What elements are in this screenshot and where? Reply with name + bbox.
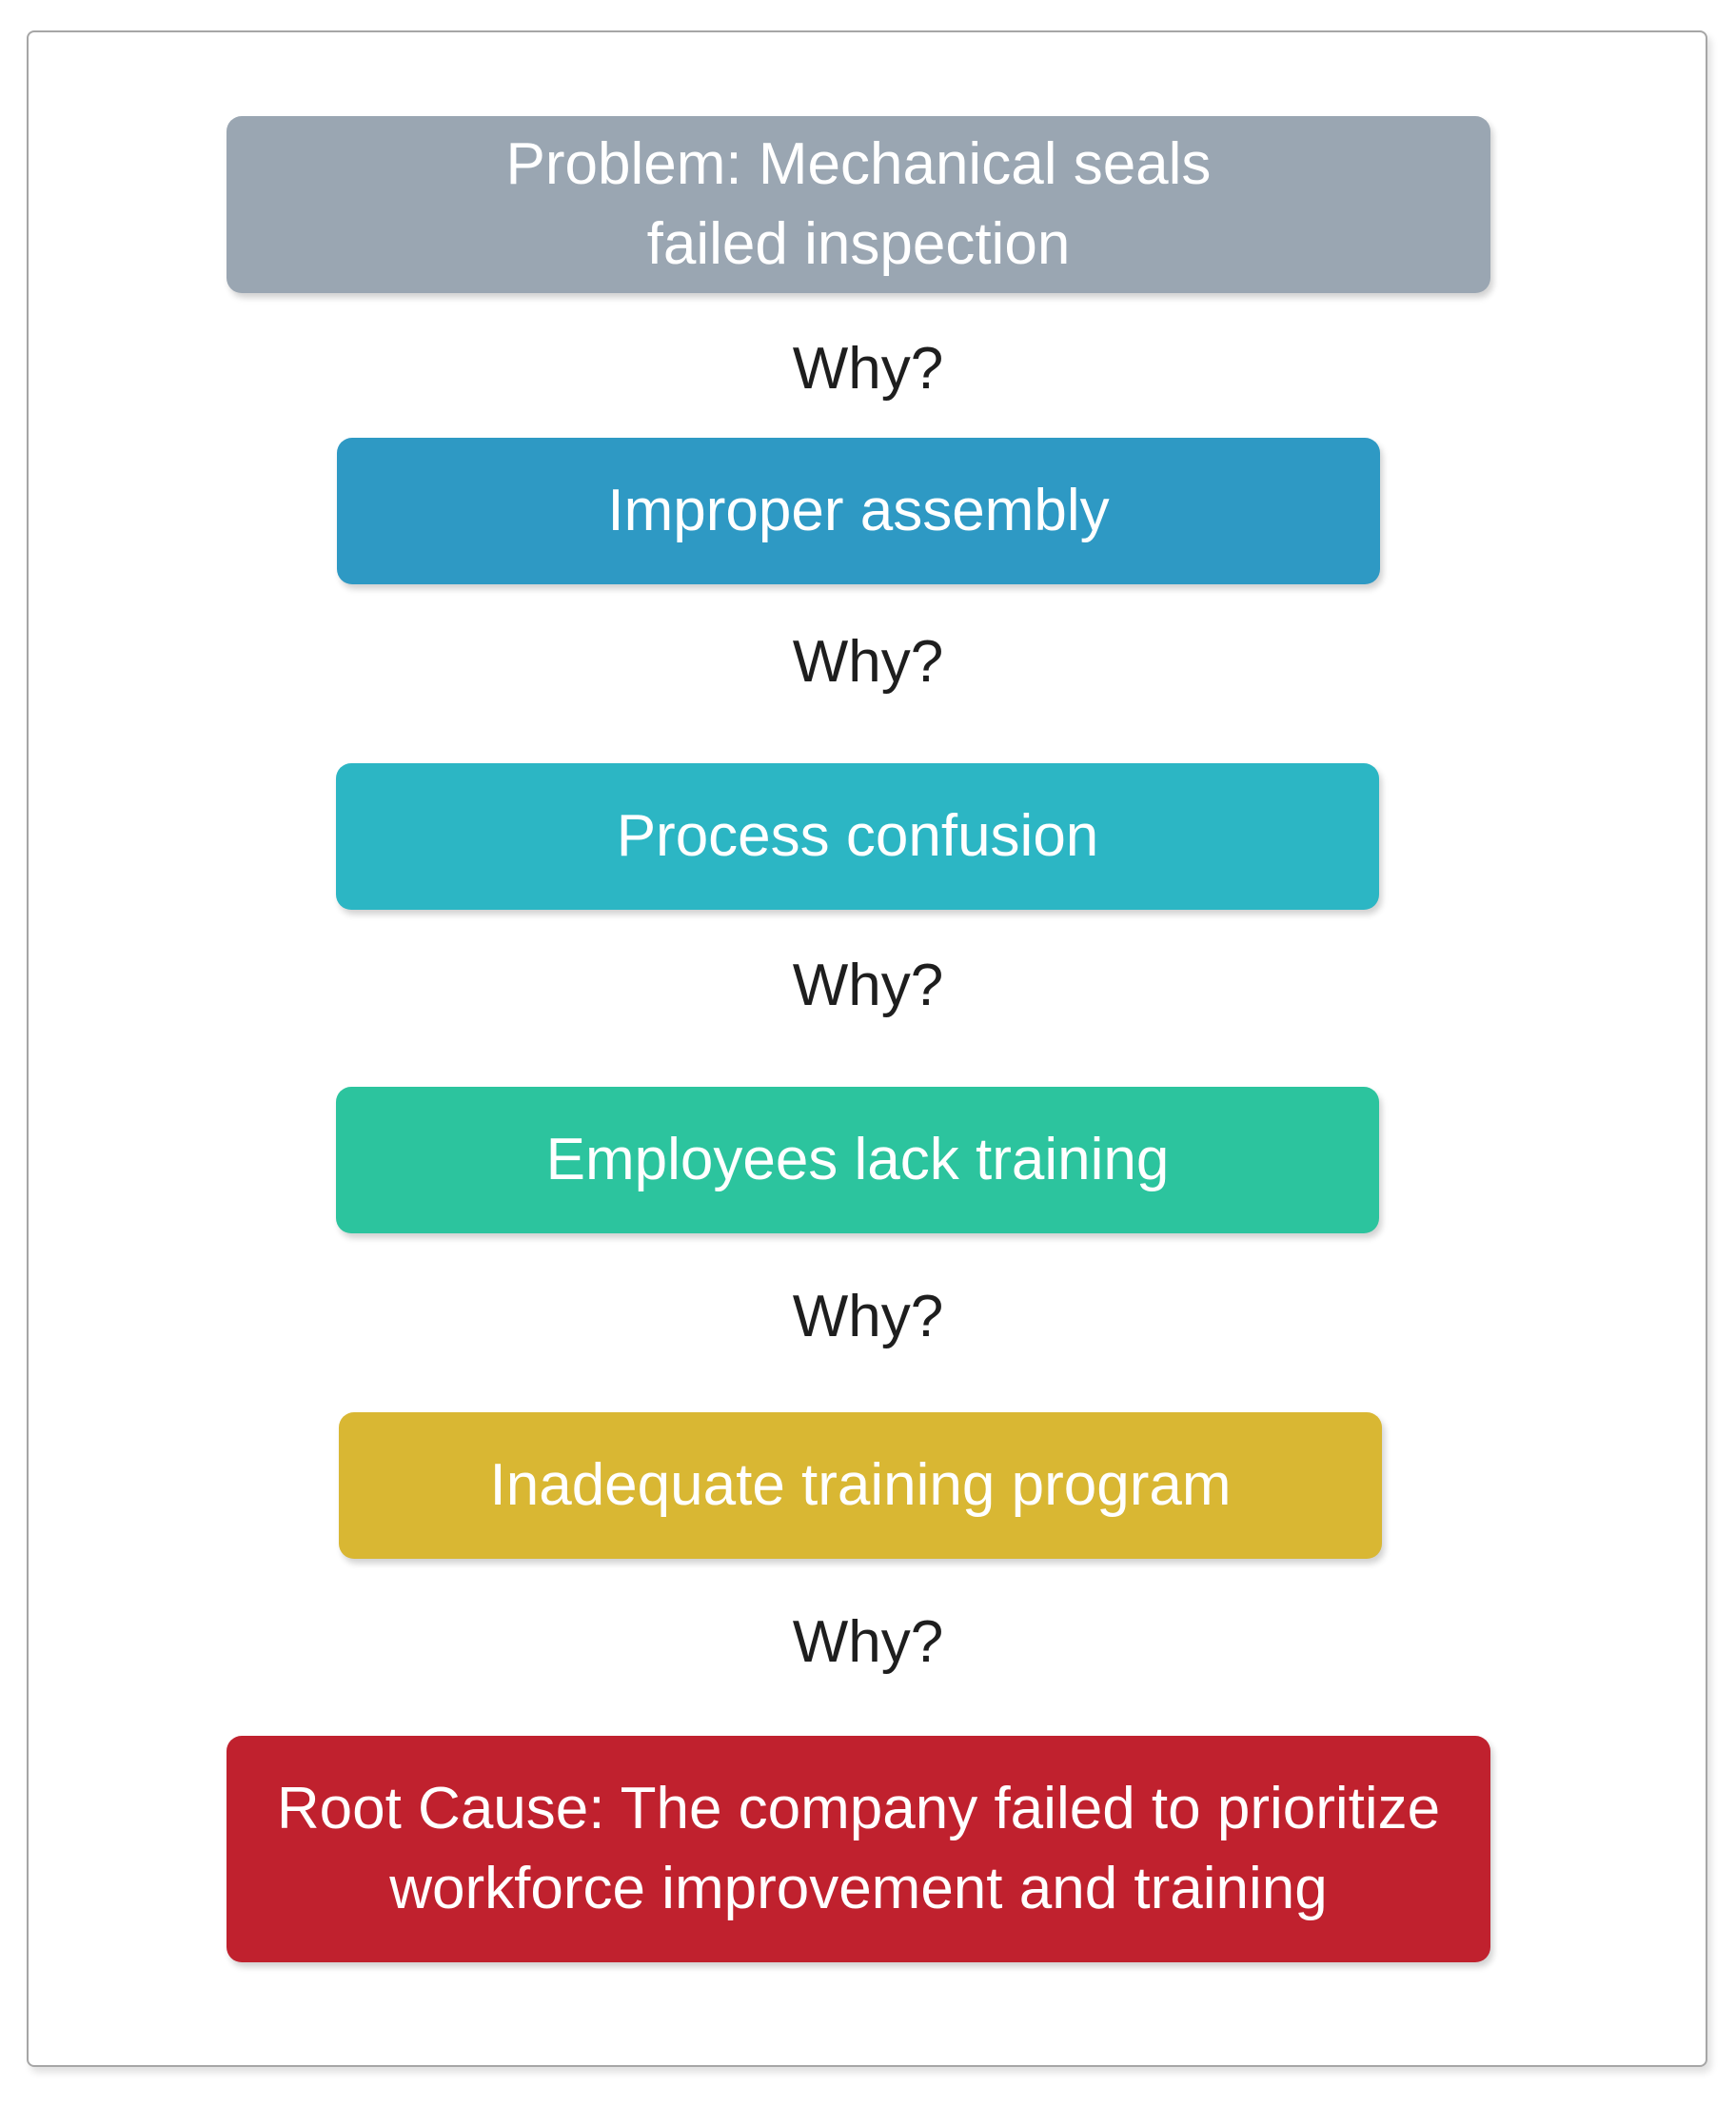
step-box-improper-assembly: Improper assembly: [337, 438, 1380, 584]
why-label-4: Why?: [792, 1284, 944, 1349]
why-label-2: Why?: [792, 629, 944, 695]
step-box-process-confusion: Process confusion: [336, 763, 1379, 910]
why-label-1: Why?: [792, 336, 944, 402]
step-box-inadequate-training-program: Inadequate training program: [339, 1412, 1382, 1559]
problem-box: Problem: Mechanical seals failed inspect…: [227, 116, 1490, 293]
why-label-5: Why?: [792, 1609, 944, 1675]
diagram-frame: [27, 30, 1707, 2067]
why-label-3: Why?: [792, 953, 944, 1018]
root-cause-box: Root Cause: The company failed to priori…: [227, 1736, 1490, 1962]
step-box-employees-lack-training: Employees lack training: [336, 1087, 1379, 1233]
